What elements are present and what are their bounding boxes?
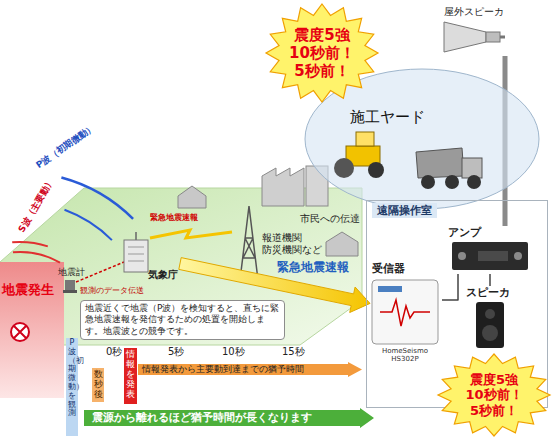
building-body bbox=[124, 240, 148, 272]
device-label: 屋外スピーカ bbox=[436, 6, 512, 18]
area-label: 施工ヤード bbox=[350, 108, 425, 126]
time-arrow: 情報発表から主要動到達までの猶予時間 bbox=[138, 362, 362, 377]
factory-icon bbox=[262, 168, 304, 206]
place-label: 市民への伝達 bbox=[300, 213, 360, 225]
earth-section bbox=[0, 262, 64, 398]
signal-wire bbox=[442, 274, 458, 300]
bar-text: P波（初期微動）を観測 bbox=[68, 339, 76, 418]
building-label: 気象庁 bbox=[148, 269, 178, 281]
arrow-text: 情報発表から主要動到達までの猶予時間 bbox=[142, 364, 304, 375]
s-wave-arc bbox=[13, 252, 60, 263]
alert-starburst: 震度5強 10秒前！ 5秒前！ bbox=[438, 354, 550, 436]
time-tick: 15秒 bbox=[282, 346, 305, 358]
horn-bracket bbox=[500, 36, 505, 39]
device-label: アンプ bbox=[448, 226, 481, 239]
wave-label: P波（初期微動） bbox=[34, 122, 97, 171]
alert-text: 震度5強 10秒前！ 5秒前！ bbox=[459, 372, 529, 419]
bar-text: 情報を発表 bbox=[126, 350, 135, 399]
room-title: 遠隔操作室 bbox=[372, 203, 437, 218]
place-label: 報道機関 防災機関など bbox=[262, 232, 326, 256]
speaker-case bbox=[476, 302, 504, 348]
arrow-text: 震源から離れるほど猶予時間が長くなります bbox=[92, 411, 312, 424]
wire-line bbox=[489, 274, 491, 286]
dump-truck bbox=[416, 148, 482, 189]
starburst-outline bbox=[266, 4, 378, 102]
epicenter-cross bbox=[14, 326, 26, 338]
time-arrow: 震源から離れるほど猶予時間が長くなります bbox=[84, 408, 374, 428]
building-windows bbox=[128, 247, 144, 261]
device-label: 地震計 bbox=[58, 267, 85, 278]
time-tick: 0秒 bbox=[106, 346, 122, 358]
transmission-tower bbox=[240, 206, 258, 280]
truck-cab bbox=[462, 158, 482, 178]
arrow-body bbox=[138, 362, 362, 377]
receiver-logo bbox=[378, 286, 402, 292]
amplifier-display bbox=[478, 251, 508, 261]
device-label: スピーカ bbox=[466, 286, 510, 299]
flow-label: 緊急地震速報 bbox=[150, 213, 198, 223]
edge-label: 緊急地震速報 bbox=[277, 260, 349, 274]
event-label: 地震発生 bbox=[2, 282, 54, 298]
truck-bed bbox=[416, 148, 464, 178]
alert-starburst: 震度5強 10秒前！ 5秒前！ bbox=[266, 4, 378, 102]
wire-line bbox=[442, 274, 458, 300]
time-bar: P波（初期微動）を観測 bbox=[66, 338, 78, 436]
speaker-cone bbox=[485, 309, 495, 319]
jma-building: 気象庁 bbox=[118, 232, 180, 282]
signal-wire bbox=[490, 274, 491, 286]
p-wave-arc bbox=[61, 178, 133, 219]
broadcast-bolt bbox=[150, 230, 232, 238]
speaker: スピーカ bbox=[466, 286, 516, 350]
speaker-device bbox=[476, 302, 504, 348]
house-icon bbox=[326, 232, 358, 256]
receiver: 受信器HomeSeismo HS302P bbox=[370, 262, 442, 360]
roller-cab bbox=[356, 132, 374, 146]
house-icon bbox=[178, 186, 206, 208]
time-tick: 5秒 bbox=[168, 346, 184, 358]
model-name: HomeSeismo HS302P bbox=[370, 347, 440, 364]
outdoor-horn-speaker bbox=[444, 22, 505, 52]
amplifier-knob bbox=[458, 252, 466, 260]
time-bar: 数秒後 bbox=[92, 368, 104, 402]
s-wave-arc bbox=[12, 242, 48, 246]
road-roller bbox=[334, 132, 384, 178]
epicenter-circle bbox=[11, 323, 29, 341]
amplifier-case bbox=[452, 242, 528, 270]
truck-wheel bbox=[421, 175, 435, 189]
outdoor-speaker: 屋外スピーカ bbox=[436, 6, 514, 56]
receiver-device bbox=[372, 280, 438, 344]
receiver-waveform bbox=[380, 300, 430, 326]
antenna bbox=[135, 232, 137, 240]
receiver-case bbox=[372, 280, 438, 344]
truck-wheel bbox=[445, 175, 459, 189]
jma-building-icon bbox=[124, 232, 148, 272]
starburst-outline bbox=[438, 354, 550, 436]
amplifier-device bbox=[452, 242, 528, 270]
roller-wheel bbox=[368, 162, 384, 178]
horn-driver bbox=[486, 32, 500, 42]
truck-wheel bbox=[467, 175, 481, 189]
bar-text: 数秒後 bbox=[94, 370, 103, 400]
time-tick: 10秒 bbox=[222, 346, 245, 358]
device-label: 受信器 bbox=[372, 262, 405, 275]
alert-text: 震度5強 10秒前！ 5秒前！ bbox=[284, 26, 360, 80]
seismometer-icon bbox=[63, 280, 77, 293]
amplifier-knob bbox=[514, 252, 522, 260]
epicenter-mark bbox=[11, 323, 29, 341]
note-text: 地震近くで地震（P波）を検知すると、直ちに緊急地震速報を発信するための処置を開始… bbox=[85, 303, 280, 337]
time-bar: 情報を発表 bbox=[124, 348, 137, 404]
speaker-cone bbox=[482, 325, 498, 341]
horn-bell bbox=[444, 22, 486, 52]
p-wave-arc bbox=[65, 210, 112, 240]
arrow-body bbox=[84, 408, 374, 428]
amplifier: アンプ bbox=[448, 226, 530, 274]
yard-outline bbox=[305, 69, 539, 209]
note-callout: 地震近くで地震（P波）を検知すると、直ちに緊急地震速報を発信するための処置を開始… bbox=[80, 300, 285, 340]
seismometer-body bbox=[65, 280, 75, 290]
seismometer-base bbox=[63, 290, 77, 293]
flow-label: 観測のデータ伝送 bbox=[80, 286, 144, 296]
roller-drum bbox=[334, 158, 354, 178]
